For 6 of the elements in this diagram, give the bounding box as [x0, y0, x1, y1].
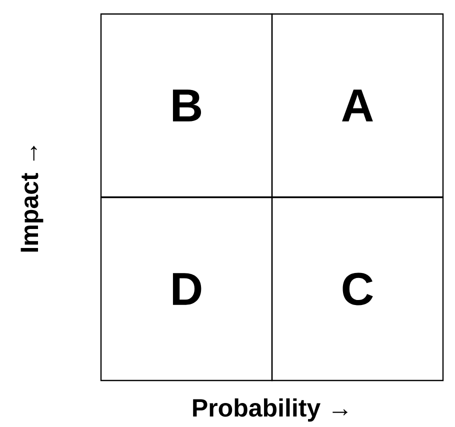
axis-label: Impact → [20, 146, 44, 252]
grid-cell: D [100, 196, 273, 382]
axis-label: Probability → [193, 398, 348, 422]
grid-cell: B [100, 13, 273, 198]
grid-cell: A [271, 13, 444, 198]
grid-cell: C [271, 196, 444, 382]
